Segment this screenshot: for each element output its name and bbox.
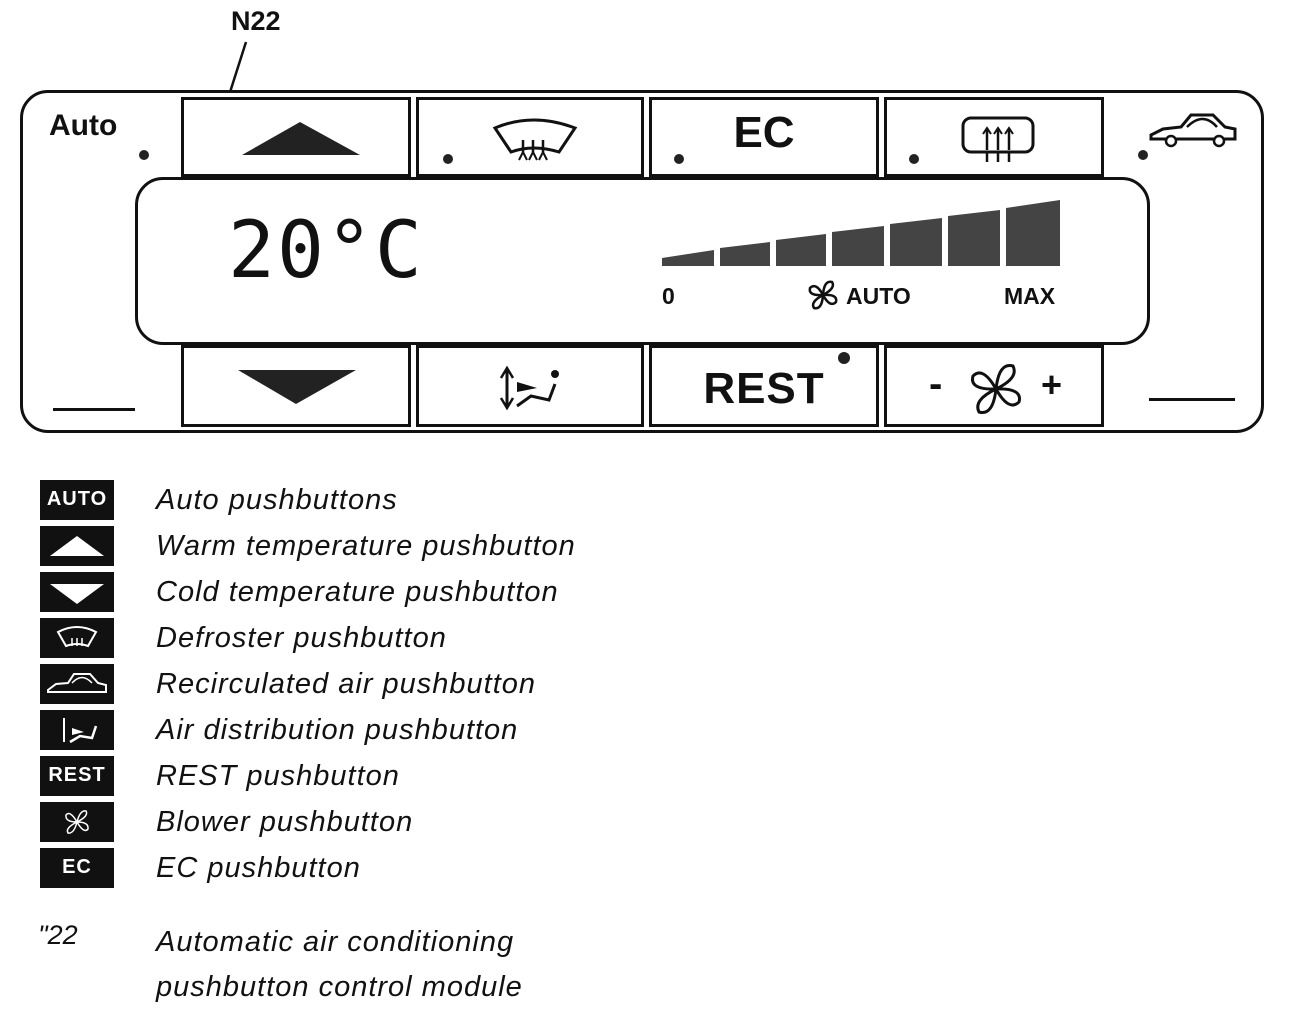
rest-label: REST xyxy=(703,364,825,413)
legend-item: Warm temperature pushbutton xyxy=(38,526,738,570)
ec-label: EC xyxy=(733,108,795,157)
ec-indicator-led xyxy=(674,154,684,164)
legend-label: EC pushbutton xyxy=(156,852,361,884)
legend-item: Cold temperature pushbutton xyxy=(38,572,738,616)
recirculation-car-icon xyxy=(1149,113,1237,148)
defroster-button[interactable] xyxy=(416,97,644,177)
warm-temperature-button[interactable] xyxy=(181,97,411,177)
recirculation-car-icon xyxy=(40,664,114,704)
temperature-readout: 20°C xyxy=(228,206,424,296)
module-description: Automatic air conditioning pushbutton co… xyxy=(156,920,523,1010)
legend-label: Defroster pushbutton xyxy=(156,622,447,654)
recirculation-indicator-led xyxy=(1138,150,1148,160)
module-code: "22 xyxy=(38,920,78,950)
blower-fan-icon xyxy=(971,364,1021,414)
auto-indicator-led xyxy=(139,150,149,160)
warm-up-arrow-icon xyxy=(40,526,114,566)
legend-item: Recirculated air pushbutton xyxy=(38,664,738,708)
scale-max-label: MAX xyxy=(1004,283,1056,309)
defroster-icon xyxy=(492,118,578,161)
blower-fan-icon xyxy=(808,280,838,310)
callout-label: N22 xyxy=(231,6,281,36)
legend-label: Warm temperature pushbutton xyxy=(156,530,576,562)
ec-icon: EC xyxy=(40,848,114,888)
legend-item: Blower pushbutton xyxy=(38,802,738,846)
rest-icon: REST xyxy=(40,756,114,796)
auto-label: Auto xyxy=(49,109,118,142)
cold-down-arrow-icon xyxy=(40,572,114,612)
defroster-icon xyxy=(40,618,114,658)
scale-auto-label: AUTO xyxy=(846,283,911,309)
rear-defroster-button[interactable] xyxy=(884,97,1104,177)
rest-button[interactable]: REST xyxy=(649,345,879,427)
climate-control-panel: Auto EC 20°C xyxy=(20,90,1264,433)
air-distribution-button[interactable] xyxy=(416,345,644,427)
blower-level-bargraph xyxy=(662,200,1060,266)
warm-up-arrow-icon xyxy=(242,122,360,155)
module-description-line2: pushbutton control module xyxy=(156,971,523,1003)
cold-temperature-button[interactable] xyxy=(181,345,411,427)
scale-min-label: 0 xyxy=(662,283,675,309)
rest-indicator-led xyxy=(838,352,850,364)
legend-label: Auto pushbuttons xyxy=(156,484,398,516)
legend-label: Recirculated air pushbutton xyxy=(156,668,537,700)
legend-label: Cold temperature pushbutton xyxy=(156,576,559,608)
legend-item: Defroster pushbutton xyxy=(38,618,738,662)
rear-defroster-icon xyxy=(961,116,1035,162)
defroster-indicator-led xyxy=(443,154,453,164)
ec-button[interactable]: EC xyxy=(649,97,879,177)
blower-minus-label: - xyxy=(929,362,943,406)
legend-item: REST REST pushbutton xyxy=(38,756,738,800)
legend-item: EC EC pushbutton xyxy=(38,848,738,892)
auto-button-left[interactable] xyxy=(53,408,135,411)
legend-label: Air distribution pushbutton xyxy=(156,714,519,746)
module-description-line1: Automatic air conditioning xyxy=(156,926,515,958)
recirculation-button-right[interactable] xyxy=(1149,398,1235,401)
blower-button[interactable]: - + xyxy=(884,345,1104,427)
lcd-display: 20°C 0 AUTO MAX xyxy=(135,177,1150,345)
auto-icon: AUTO xyxy=(40,480,114,520)
cold-down-arrow-icon xyxy=(238,370,356,404)
air-distribution-icon xyxy=(499,365,559,411)
legend-item: Air distribution pushbutton xyxy=(38,710,738,754)
blower-fan-icon xyxy=(40,802,114,842)
rear-defroster-indicator-led xyxy=(909,154,919,164)
blower-plus-label: + xyxy=(1041,364,1063,405)
air-distribution-icon xyxy=(40,710,114,750)
legend-item: AUTO Auto pushbuttons xyxy=(38,480,738,524)
legend-label: Blower pushbutton xyxy=(156,806,414,838)
legend-label: REST pushbutton xyxy=(156,760,400,792)
